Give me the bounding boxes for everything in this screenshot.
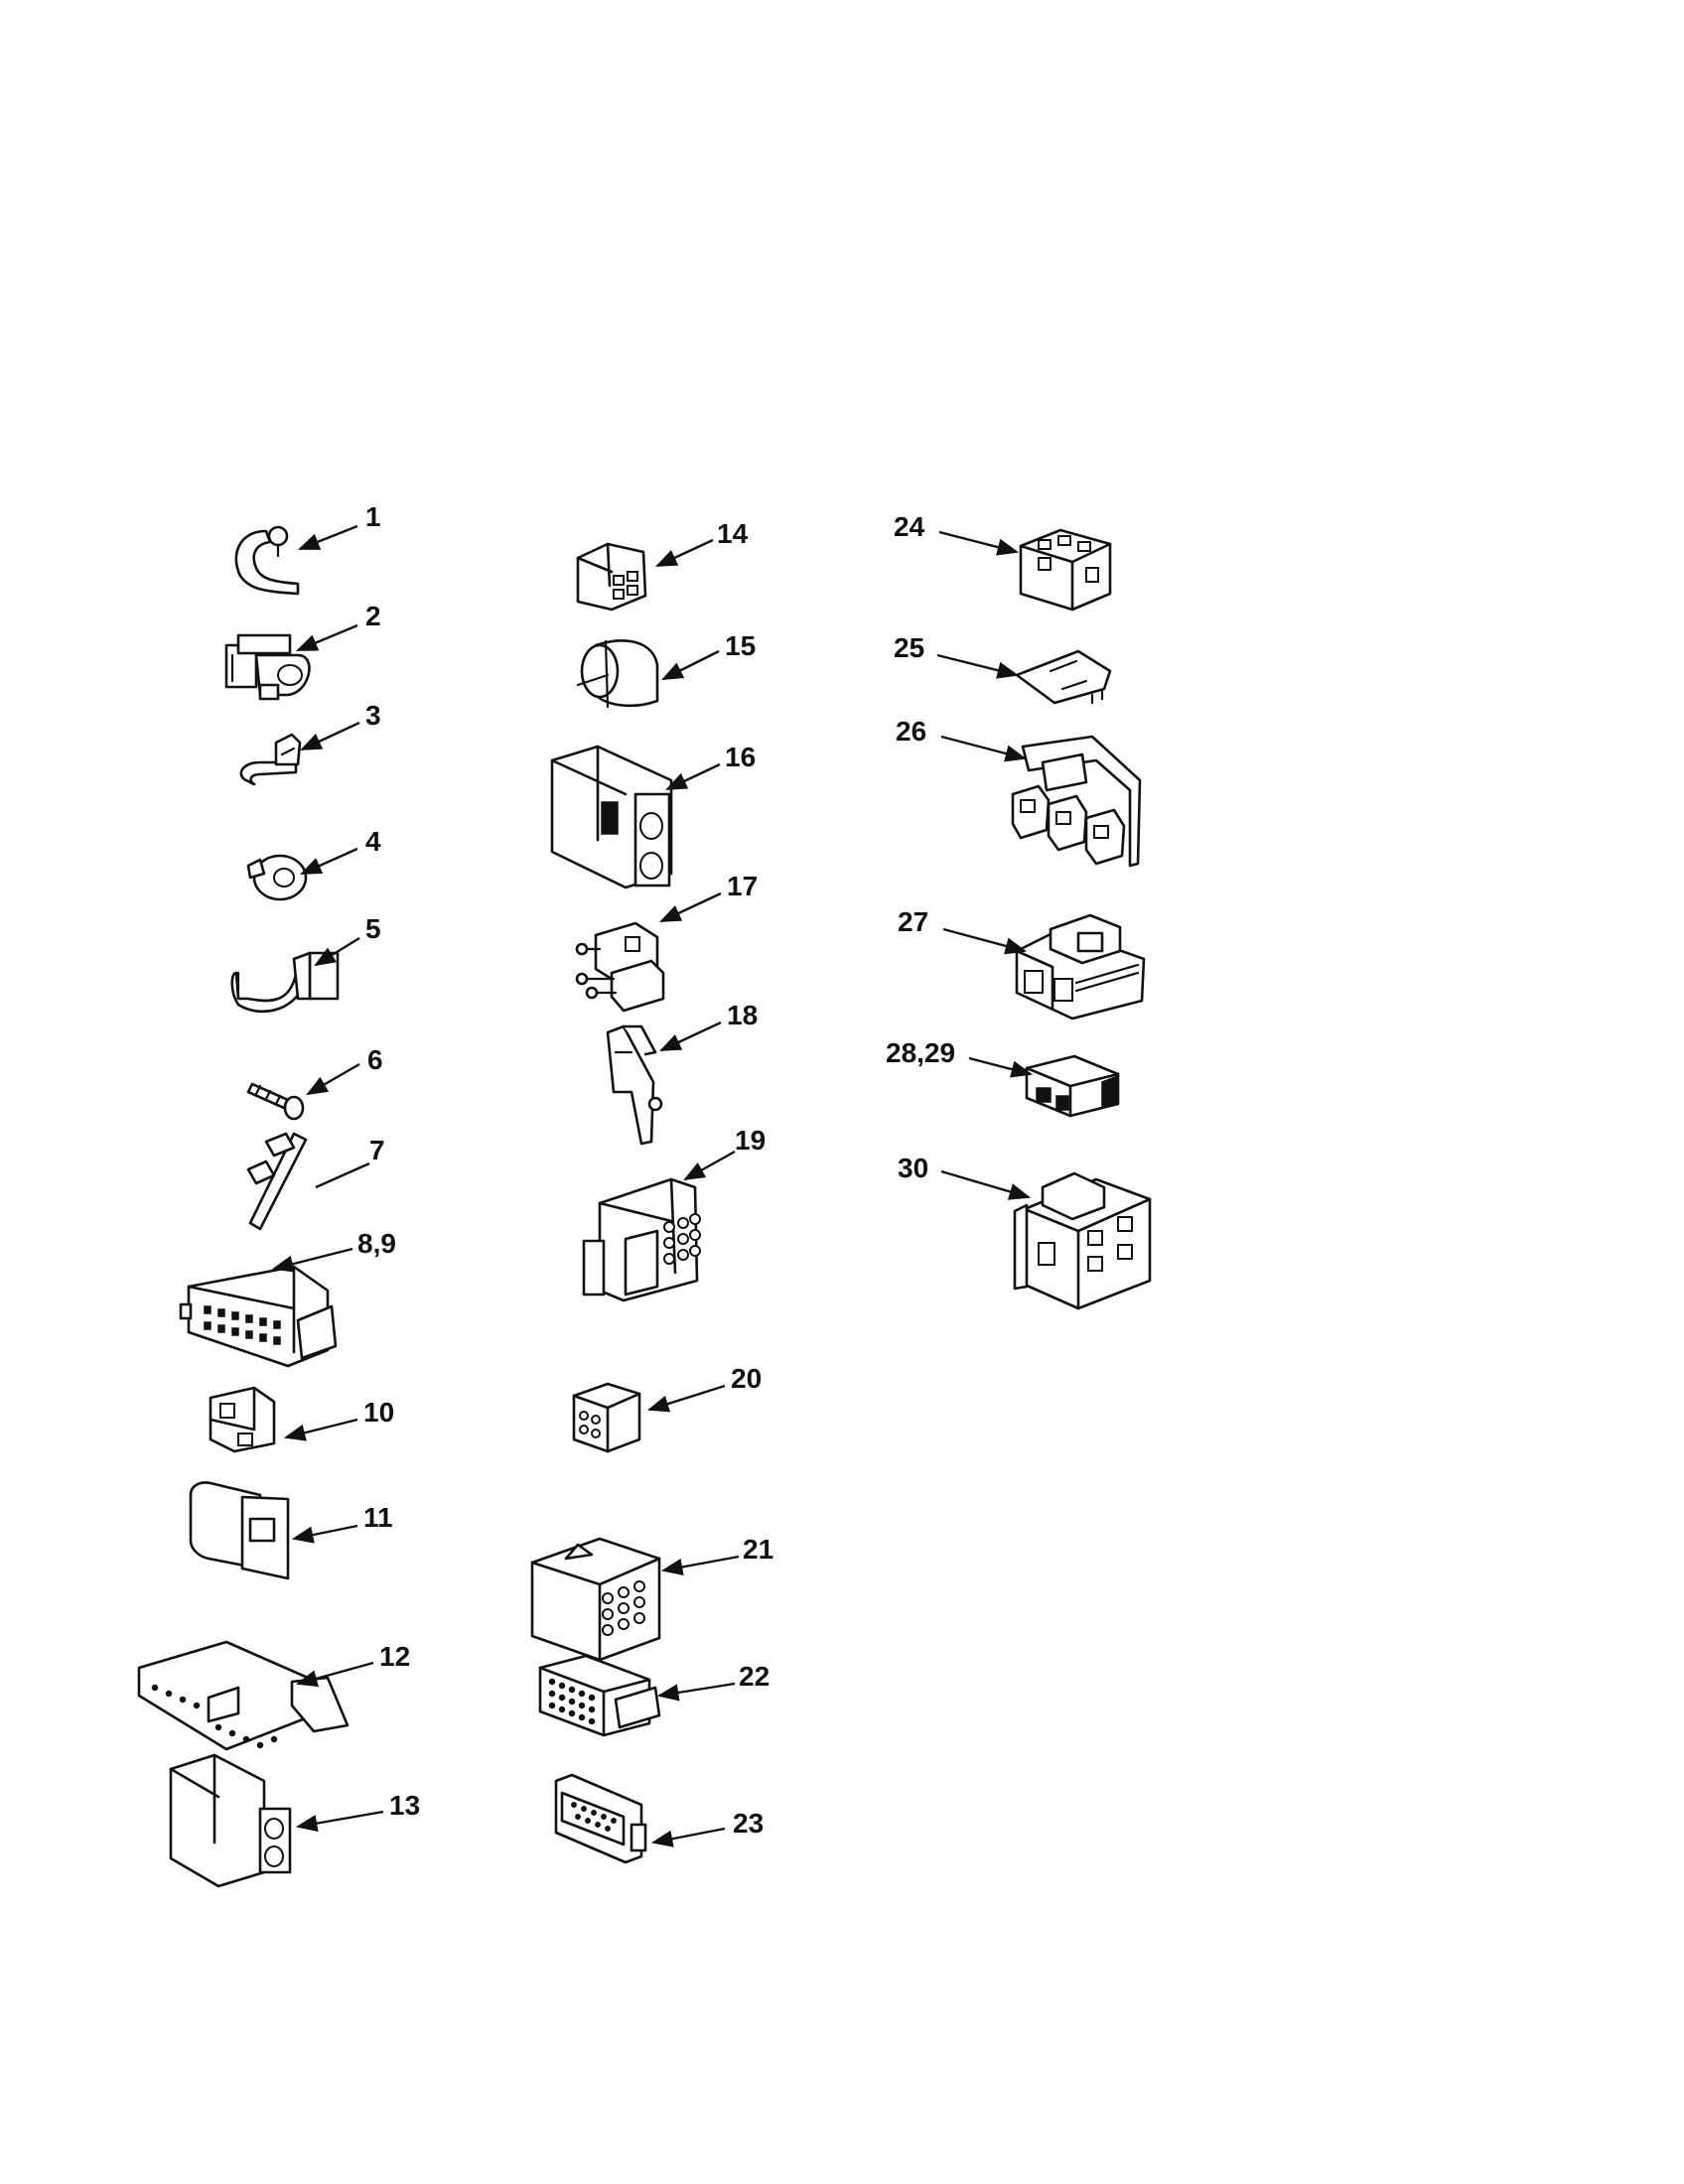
part-30-connector — [1013, 1171, 1152, 1310]
arrow-20 — [646, 1384, 726, 1413]
part-8-9-housing — [179, 1265, 338, 1368]
arrow-30 — [940, 1169, 1032, 1200]
callout-23: 23 — [733, 1808, 764, 1839]
part-19-connector — [582, 1177, 701, 1302]
callout-28-29: 28,29 — [886, 1037, 955, 1068]
callout-20: 20 — [731, 1363, 762, 1394]
part-14-connector — [576, 542, 647, 612]
callout-15: 15 — [725, 630, 756, 661]
arrow-22 — [656, 1682, 736, 1702]
arrow-28-29 — [968, 1056, 1034, 1078]
callout-1: 1 — [365, 501, 381, 532]
callout-13: 13 — [389, 1790, 420, 1821]
arrow-4 — [300, 847, 358, 876]
part-27-housing — [1015, 913, 1146, 1021]
part-22-block — [538, 1654, 661, 1737]
arrow-11 — [291, 1524, 358, 1544]
arrow-24 — [938, 530, 1020, 556]
part-23-dsub — [554, 1773, 647, 1864]
part-21-cube — [530, 1537, 661, 1662]
arrow-7 — [315, 1161, 370, 1189]
arrow-12 — [295, 1661, 374, 1688]
part-20-cube — [572, 1382, 641, 1453]
callout-8-9: 8,9 — [357, 1228, 396, 1259]
arrow-26 — [940, 735, 1028, 762]
callout-5: 5 — [365, 913, 381, 944]
callout-19: 19 — [735, 1125, 766, 1156]
part-2-clip — [224, 633, 311, 701]
arrow-2 — [296, 623, 358, 652]
callout-4: 4 — [365, 826, 381, 857]
part-28-29-housing — [1025, 1054, 1120, 1118]
callout-7: 7 — [369, 1135, 385, 1165]
callout-24: 24 — [894, 511, 925, 542]
callout-14: 14 — [717, 518, 749, 549]
arrow-19 — [683, 1150, 736, 1181]
part-11-connector — [189, 1481, 290, 1580]
part-26-connector — [1011, 735, 1142, 868]
callout-11: 11 — [363, 1502, 393, 1533]
callout-21: 21 — [743, 1534, 773, 1565]
arrow-23 — [650, 1827, 726, 1847]
part-10-terminal — [209, 1386, 276, 1453]
part-16-housing — [550, 745, 673, 889]
callout-6: 6 — [367, 1044, 383, 1075]
arrow-25 — [936, 653, 1020, 679]
part-12-strip — [137, 1640, 350, 1751]
callout-17: 17 — [727, 871, 758, 901]
arrow-21 — [660, 1555, 740, 1575]
part-6-screw — [246, 1082, 305, 1121]
part-17-terminal — [575, 921, 665, 1013]
arrow-14 — [655, 538, 714, 568]
callout-10: 10 — [363, 1397, 394, 1428]
callout-3: 3 — [365, 700, 381, 731]
arrow-18 — [659, 1021, 722, 1052]
part-15-sleeve — [576, 639, 659, 709]
callout-25: 25 — [894, 632, 924, 663]
part-13-housing — [169, 1753, 292, 1888]
arrow-1 — [297, 524, 358, 551]
part-24-housing — [1019, 528, 1112, 612]
part-4-ring — [246, 854, 308, 901]
part-25-plate — [1015, 649, 1112, 705]
arrow-13 — [295, 1810, 384, 1833]
arrow-3 — [300, 721, 360, 751]
arrow-15 — [661, 649, 720, 681]
callout-2: 2 — [365, 601, 381, 631]
arrow-5 — [314, 936, 360, 967]
callout-12: 12 — [379, 1641, 410, 1672]
arrow-17 — [659, 891, 722, 923]
callout-27: 27 — [898, 906, 928, 937]
callout-26: 26 — [896, 716, 926, 747]
callout-22: 22 — [739, 1661, 770, 1692]
arrow-6 — [306, 1062, 360, 1096]
part-7-strip — [246, 1132, 308, 1231]
part-3-clip — [239, 733, 302, 786]
part-18-clip — [606, 1024, 663, 1146]
part-1-clip — [234, 525, 300, 596]
arrow-16 — [665, 762, 721, 791]
callout-16: 16 — [725, 742, 756, 772]
callout-30: 30 — [898, 1153, 928, 1183]
arrow-10 — [283, 1418, 358, 1441]
arrow-27 — [942, 927, 1028, 955]
callout-18: 18 — [727, 1000, 758, 1030]
arrow-8-9 — [271, 1247, 353, 1273]
